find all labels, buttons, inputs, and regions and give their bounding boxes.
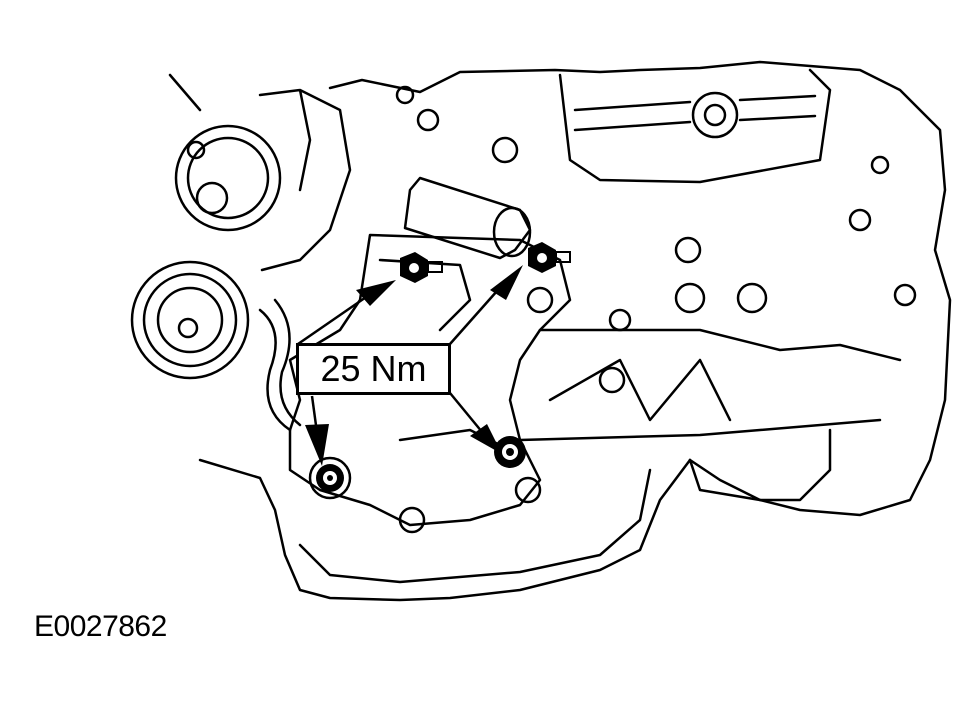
boss-11 bbox=[514, 476, 542, 504]
upper-pulley-bolt bbox=[186, 140, 206, 160]
boss-1 bbox=[598, 366, 626, 394]
bolt-lower-right bbox=[494, 436, 526, 468]
bolt-upper-right bbox=[528, 242, 571, 273]
boss-8 bbox=[416, 108, 440, 132]
boss-12 bbox=[398, 506, 426, 534]
oil-filter-end bbox=[492, 206, 532, 258]
crank-pulley-groove bbox=[142, 272, 238, 368]
boss-7 bbox=[491, 136, 519, 164]
oil-pan-right bbox=[688, 428, 832, 502]
boss-4 bbox=[674, 236, 702, 264]
boss-14 bbox=[608, 308, 632, 332]
crank-pulley-inner bbox=[156, 286, 224, 354]
arrow-upper-right bbox=[490, 265, 523, 300]
oil-cap-inner bbox=[703, 103, 727, 127]
valve-cover bbox=[558, 68, 832, 184]
crank-pulley-outer bbox=[130, 260, 250, 380]
arrow-lower-left bbox=[305, 424, 329, 466]
boss-6 bbox=[870, 155, 890, 175]
bolt-upper-left bbox=[400, 252, 443, 283]
boss-9 bbox=[395, 85, 415, 105]
boss-5 bbox=[848, 208, 872, 232]
upper-pulley-outer bbox=[174, 124, 282, 232]
upper-bracket bbox=[258, 88, 352, 272]
upper-pulley-mid bbox=[186, 136, 270, 220]
valve-cover-ribs bbox=[573, 94, 817, 132]
bolt-lower-left bbox=[308, 456, 352, 500]
front-cover bbox=[288, 233, 572, 527]
boss-2 bbox=[674, 282, 706, 314]
hose-left bbox=[258, 298, 302, 432]
torque-specification-label: 25 Nm bbox=[296, 343, 451, 395]
upper-pulley-hub bbox=[195, 181, 229, 215]
oil-cap bbox=[691, 91, 739, 139]
engine-block-outline bbox=[168, 60, 952, 517]
crank-pulley-bolt bbox=[177, 317, 199, 339]
figure-id: E0027862 bbox=[34, 610, 167, 643]
block-ribs bbox=[518, 328, 902, 442]
oil-pan-inner bbox=[298, 468, 652, 584]
oil-filter bbox=[403, 176, 532, 260]
boss-3 bbox=[736, 282, 768, 314]
arrow-lower-right bbox=[470, 424, 502, 454]
boss-13 bbox=[526, 286, 554, 314]
arrow-upper-left bbox=[356, 280, 396, 306]
oil-pan-outline bbox=[198, 458, 692, 602]
arrowheads bbox=[305, 265, 523, 466]
boss-10 bbox=[893, 283, 917, 307]
